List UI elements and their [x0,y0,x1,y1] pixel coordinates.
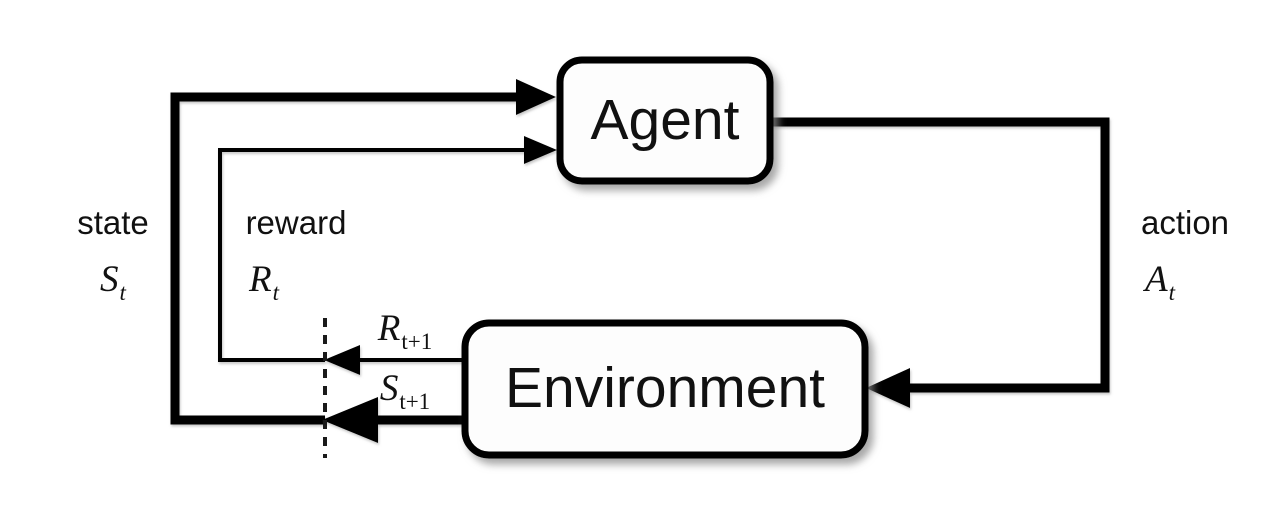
action-word-label: action [1141,204,1229,241]
state-word-label: state [77,204,149,241]
state-next-symbol-subscript: t+1 [399,389,430,414]
edge-state-feedback [170,79,556,425]
reward-symbol-label: Rt [248,259,280,305]
reward-symbol-subscript: t [273,280,280,305]
state-symbol-base: S [100,259,119,300]
action-path [770,117,1110,393]
state-feedback-path [170,92,530,425]
agent-box[interactable] [556,56,774,185]
reward-next-symbol-label: Rt+1 [377,308,432,354]
state-symbol-subscript: t [120,280,127,305]
action-arrowhead [866,368,910,408]
state-next-symbol-base: S [380,368,399,409]
edge-state-next [322,397,465,443]
state-symbol-label: St [100,259,127,305]
edge-reward-feedback [218,136,557,362]
edge-action [770,117,1110,408]
label-action: action At [1141,204,1229,305]
label-state: state St [77,204,149,305]
label-reward-next: Rt+1 [377,308,432,354]
label-reward: reward Rt [246,204,347,305]
state-next-arrowhead [322,397,378,443]
environment-label: Environment [505,356,825,420]
reward-next-arrowhead [324,345,360,375]
action-symbol-base: A [1142,259,1168,300]
environment-box[interactable] [461,319,869,459]
reward-next-symbol-subscript: t+1 [401,329,432,354]
state-feedback-arrowhead [516,79,556,115]
reward-feedback-path [218,148,532,362]
action-symbol-label: At [1142,259,1176,305]
reward-feedback-arrowhead [524,136,557,164]
action-symbol-subscript: t [1169,280,1176,305]
reward-symbol-base: R [248,259,272,300]
agent-label: Agent [591,88,740,152]
label-state-next: St+1 [380,368,430,414]
reward-next-symbol-base: R [377,308,401,349]
node-environment[interactable]: Environment [461,319,869,459]
state-next-symbol-label: St+1 [380,368,430,414]
node-agent[interactable]: Agent [556,56,774,185]
reward-word-label: reward [246,204,347,241]
edge-reward-next [324,345,465,375]
